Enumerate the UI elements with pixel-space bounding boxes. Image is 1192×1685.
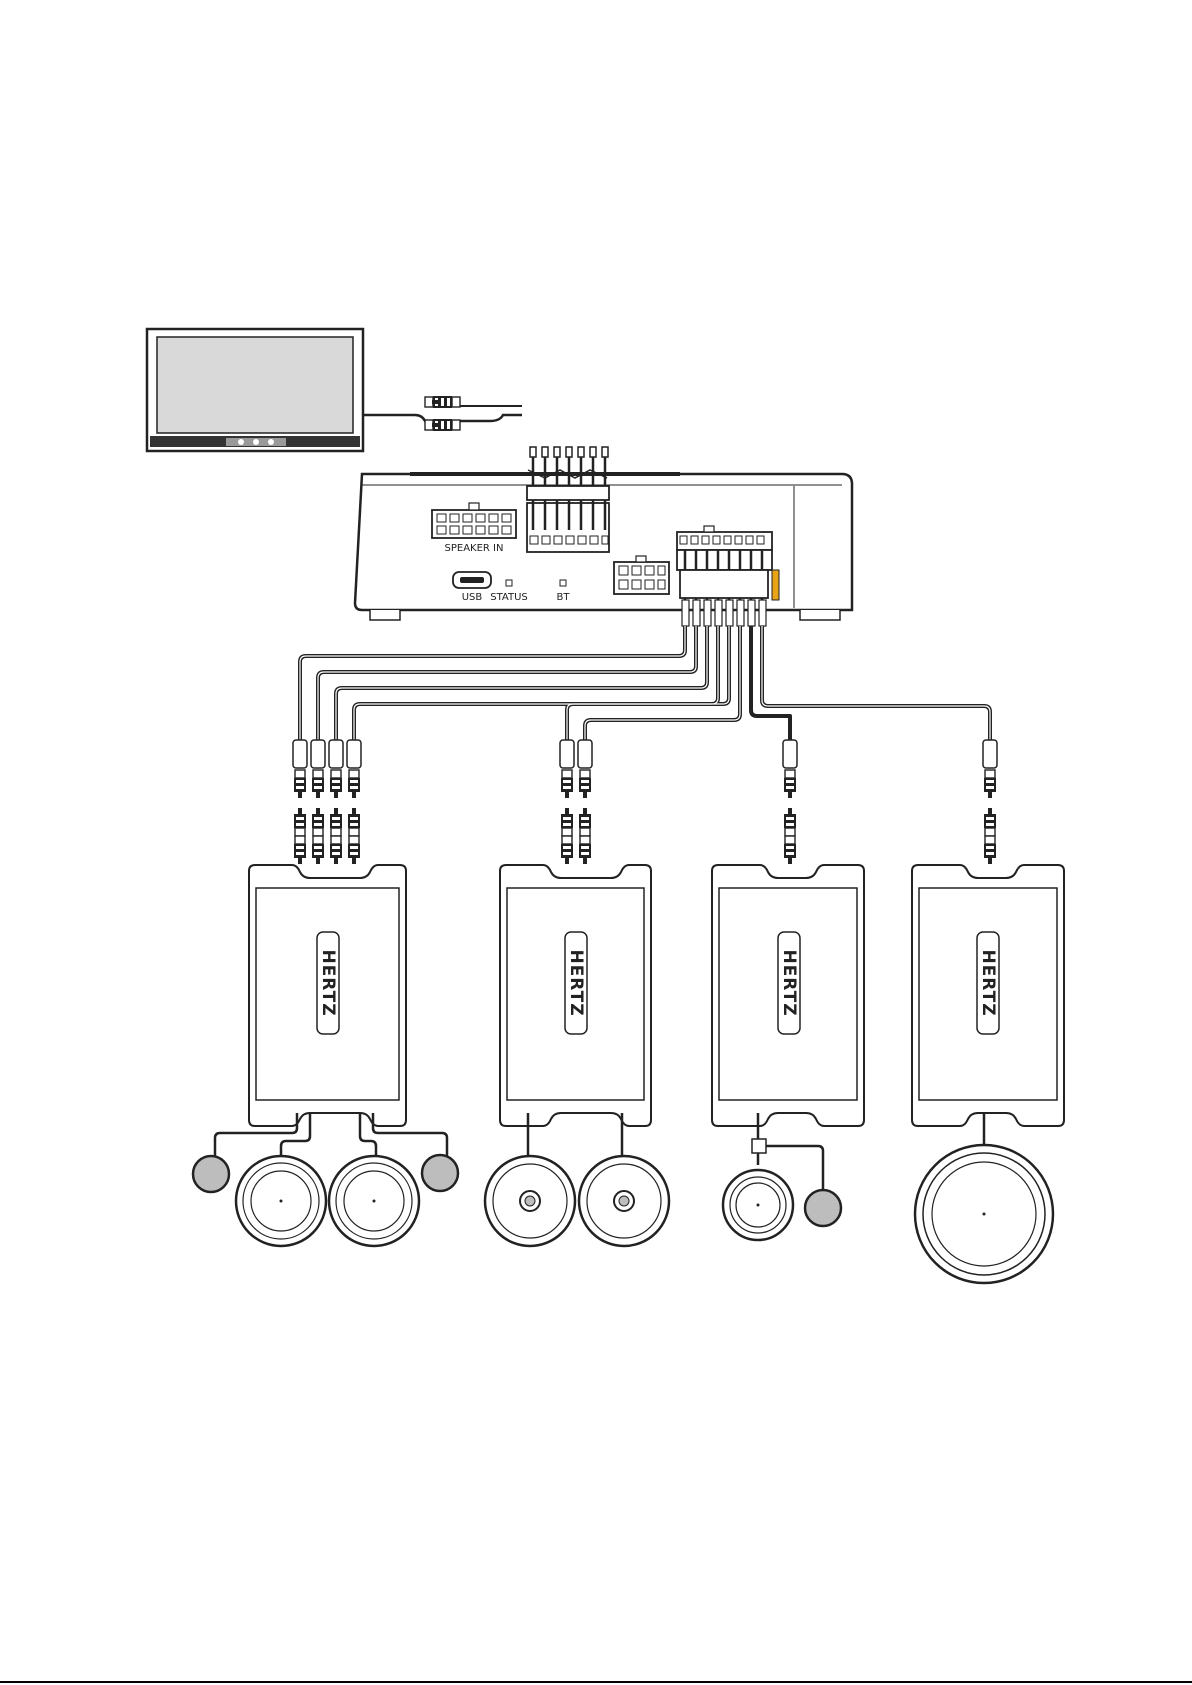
power-connector[interactable] — [614, 556, 669, 594]
amplifier-2: HERTZ — [500, 865, 651, 1126]
status-label: STATUS — [490, 592, 528, 603]
head-unit — [147, 329, 363, 451]
usb-port[interactable] — [453, 572, 491, 588]
output-cables — [300, 626, 990, 742]
input-harness-connector[interactable] — [527, 447, 609, 552]
usb-label: USB — [462, 592, 483, 603]
amplifier-4-logo: HERTZ — [978, 949, 998, 1016]
woofer-left-front — [236, 1156, 326, 1246]
page-footer-line — [0, 1681, 1192, 1683]
speaker-in-label: SPEAKER IN — [445, 543, 504, 554]
bt-led — [560, 580, 566, 586]
coaxial-speaker-left-rear — [485, 1156, 575, 1246]
tweeter-center — [805, 1190, 841, 1226]
subwoofer — [915, 1145, 1053, 1283]
amplifier-1-logo: HERTZ — [318, 949, 338, 1016]
crossover-icon — [752, 1139, 766, 1153]
bt-label: BT — [557, 592, 571, 603]
status-led — [506, 580, 512, 586]
head-unit-screen — [157, 337, 353, 433]
dsp-processor: SPEAKER IN — [355, 447, 852, 626]
amplifier-3: HERTZ — [712, 865, 864, 1126]
coaxial-speaker-right-rear — [579, 1156, 669, 1246]
cable-tags — [293, 740, 997, 768]
amplifier-2-logo: HERTZ — [566, 949, 586, 1016]
amplifier-4: HERTZ — [912, 865, 1064, 1126]
tweeter-right-front — [422, 1155, 458, 1191]
woofer-right-front — [329, 1156, 419, 1246]
head-unit-rca-output — [363, 396, 522, 431]
amplifier-1: HERTZ — [249, 865, 406, 1126]
woofer-center — [723, 1170, 793, 1240]
rca-connectors — [294, 770, 996, 864]
tweeter-left-front — [193, 1156, 229, 1192]
fuse-icon — [772, 570, 779, 600]
amplifier-3-logo: HERTZ — [779, 949, 799, 1016]
